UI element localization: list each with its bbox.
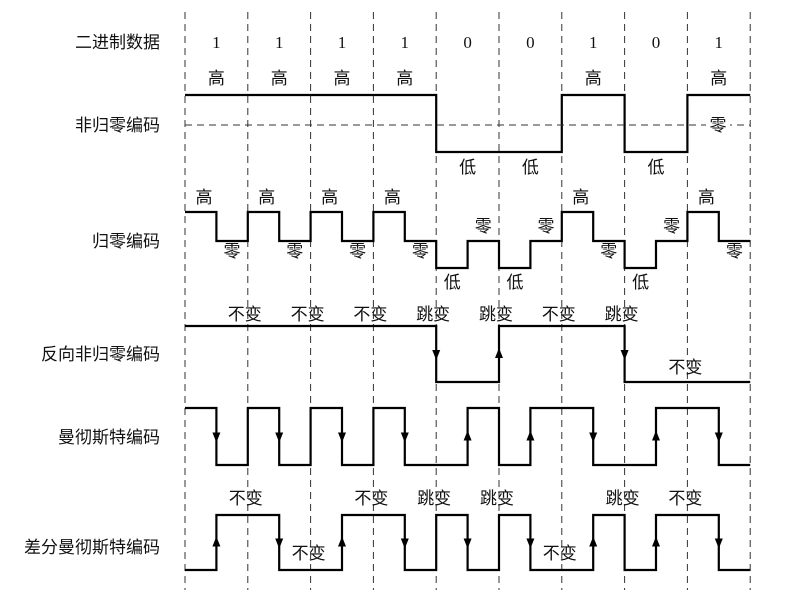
nrz-high-label: 高 (585, 69, 602, 88)
nrz-high-label: 高 (710, 69, 727, 88)
diff-transition-label: 不变 (543, 544, 577, 563)
rz-zero-label: 零 (538, 217, 555, 236)
nrz-high-label: 高 (334, 69, 351, 88)
diff-transition-label: 不变 (668, 489, 702, 508)
bit-value: 1 (401, 33, 410, 52)
row-label-rz: 归零编码 (92, 232, 160, 251)
rz-zero-label: 零 (600, 242, 617, 261)
nrzi-transition-label: 跳变 (605, 305, 639, 324)
diff-transition-label: 跳变 (480, 489, 514, 508)
rz-zero-label: 零 (224, 242, 241, 261)
nrzi-transition-label: 不变 (353, 305, 387, 324)
nrzi-signal (185, 324, 751, 384)
nrz-low-label: 低 (648, 158, 665, 177)
diff-transition-label: 跳变 (417, 489, 451, 508)
label-bg (706, 113, 730, 135)
nrzi-transition-label: 不变 (228, 305, 262, 324)
nrz-zero-label: 零 (710, 116, 727, 135)
bit-value: 0 (652, 33, 661, 52)
nrz-high-label: 高 (396, 69, 413, 88)
bit-value: 1 (275, 33, 284, 52)
rz-zero-label: 零 (412, 242, 429, 261)
bit-value: 1 (338, 33, 347, 52)
rz-signal (185, 210, 751, 270)
nrzi-transition-label: 不变 (668, 358, 702, 377)
rz-high-label: 高 (321, 188, 338, 207)
rz-high-label: 高 (384, 188, 401, 207)
rz-high-label: 高 (196, 188, 213, 207)
rz-high-label: 高 (258, 188, 275, 207)
diff-manchester-signal (185, 513, 751, 572)
bit-value: 1 (212, 33, 221, 52)
nrzi-transition-label: 跳变 (416, 305, 450, 324)
nrz-high-label: 高 (208, 69, 225, 88)
bit-value: 1 (589, 33, 598, 52)
rz-low-label: 低 (507, 273, 524, 292)
nrz-low-label: 低 (522, 158, 539, 177)
diff-transition-label: 不变 (229, 489, 263, 508)
row-label-nrzi: 反向非归零编码 (41, 345, 160, 364)
rz-zero-label: 零 (726, 242, 743, 261)
row-label-diff-manchester: 差分曼彻斯特编码 (24, 538, 160, 557)
nrz-high-label: 高 (271, 69, 288, 88)
nrzi-transition-label: 不变 (291, 305, 325, 324)
rz-low-label: 低 (632, 273, 649, 292)
bit-value: 0 (526, 33, 535, 52)
diff-transition-label: 不变 (354, 489, 388, 508)
bit-value: 1 (715, 33, 724, 52)
nrzi-transition-label: 跳变 (479, 305, 513, 324)
nrz-low-label: 低 (459, 158, 476, 177)
rz-zero-label: 零 (286, 242, 303, 261)
row-label-binary: 二进制数据 (75, 33, 160, 52)
manchester-signal (185, 406, 751, 467)
nrzi-transition-label: 不变 (542, 305, 576, 324)
diff-transition-label: 不变 (292, 544, 326, 563)
row-label-manchester: 曼彻斯特编码 (58, 428, 160, 447)
nrz-signal (185, 93, 751, 154)
rz-high-label: 高 (698, 188, 715, 207)
rz-high-label: 高 (572, 188, 589, 207)
diff-transition-label: 跳变 (606, 489, 640, 508)
rz-zero-label: 零 (475, 217, 492, 236)
rz-zero-label: 零 (663, 217, 680, 236)
row-label-nrz: 非归零编码 (75, 116, 160, 135)
bit-value: 0 (463, 33, 472, 52)
rz-low-label: 低 (444, 273, 461, 292)
rz-zero-label: 零 (349, 242, 366, 261)
